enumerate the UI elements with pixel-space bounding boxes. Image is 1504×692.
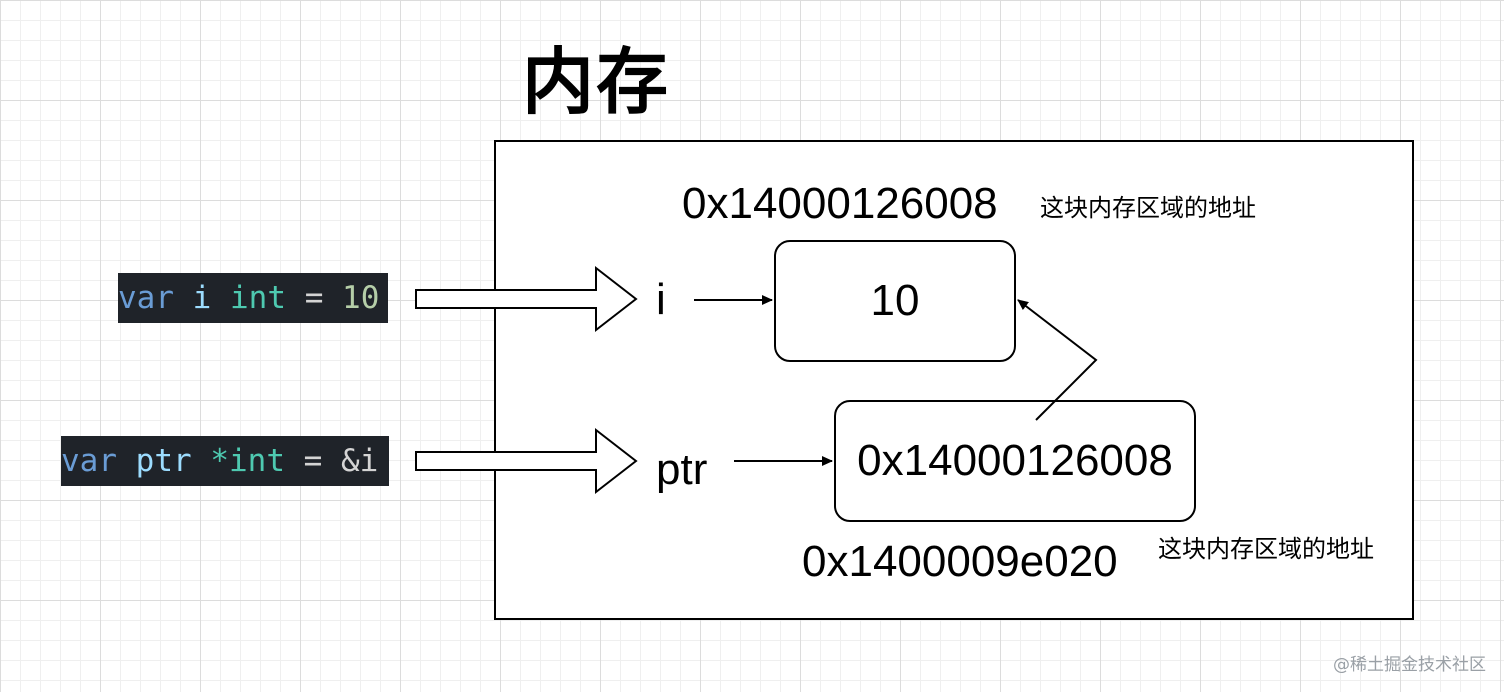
memory-cell-i: 10 (774, 240, 1016, 362)
code-type: int (230, 280, 287, 316)
address-note-ptr: 这块内存区域的地址 (1158, 535, 1374, 563)
code-operator: = (304, 280, 324, 316)
pointer-arrow (1017, 299, 1098, 421)
memory-frame (494, 140, 1414, 620)
block-arrow-ptr (415, 427, 638, 495)
code-type: *int (210, 443, 285, 479)
code-keyword: var (118, 280, 174, 316)
watermark: @稀土掘金技术社区 (1333, 655, 1486, 675)
code-identifier: ptr (135, 443, 192, 479)
code-line-i: var i int = 10 (118, 273, 388, 323)
address-ptr: 0x1400009e020 (802, 537, 1118, 586)
code-value: &i (341, 443, 379, 479)
code-line-ptr: var ptr *int = &i (61, 436, 389, 486)
code-operator: = (303, 443, 323, 479)
code-identifier: i (192, 280, 212, 316)
code-value: 10 (342, 280, 380, 316)
code-keyword: var (61, 443, 117, 479)
value-ptr: 0x14000126008 (857, 436, 1173, 485)
var-label-i: i (656, 275, 666, 324)
diagram-title: 内存 (522, 40, 671, 124)
address-i: 0x14000126008 (682, 179, 998, 228)
block-arrow-i (415, 265, 638, 333)
var-label-ptr: ptr (656, 445, 708, 494)
memory-cell-ptr: 0x14000126008 (834, 400, 1196, 522)
value-i: 10 (870, 276, 920, 325)
address-note-i: 这块内存区域的地址 (1040, 194, 1256, 222)
